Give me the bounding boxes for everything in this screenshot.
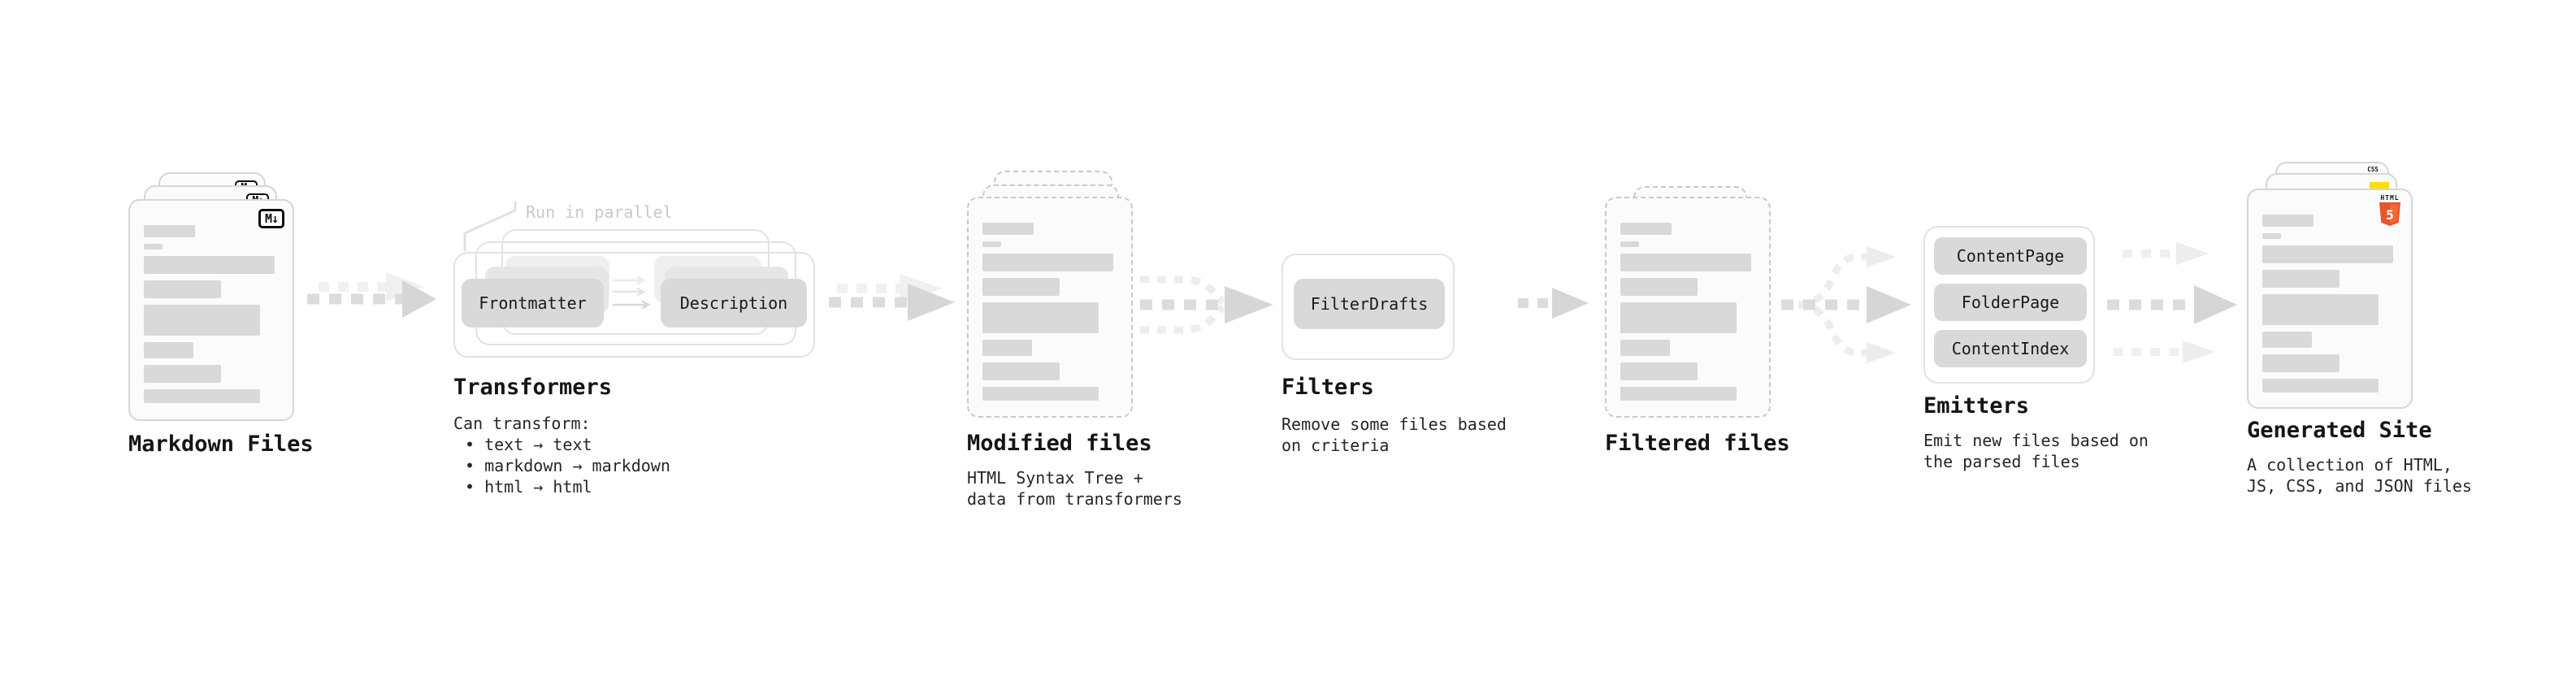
doc-text-bar bbox=[982, 302, 1099, 333]
doc-text-bar bbox=[144, 389, 261, 403]
emitter-pill-folderpage: FolderPage bbox=[1934, 284, 2087, 321]
doc-text-bar bbox=[1620, 302, 1737, 333]
run-in-parallel-note: Run in parallel bbox=[526, 202, 673, 222]
doc-text-bars bbox=[144, 225, 275, 403]
doc-text-bar bbox=[1620, 254, 1751, 271]
transformers-description: Can transform: • text → text • markdown … bbox=[453, 413, 670, 497]
html5-icon-label: HTML bbox=[2380, 194, 2400, 202]
document-card-front bbox=[967, 197, 1133, 418]
section-label-generated-site: Generated Site bbox=[2247, 418, 2432, 443]
desc-line: data from transformers bbox=[967, 489, 1182, 509]
doc-text-bar bbox=[982, 387, 1099, 401]
desc-line: JS, CSS, and JSON files bbox=[2247, 476, 2472, 496]
desc-line: on criteria bbox=[1281, 436, 1390, 455]
doc-text-bar bbox=[1620, 223, 1672, 235]
doc-text-bar bbox=[982, 278, 1060, 296]
transformers-desc-heading: Can transform: bbox=[453, 414, 591, 433]
doc-text-bar bbox=[144, 305, 261, 336]
flow-arrow-modified-to-filters bbox=[1140, 275, 1273, 334]
doc-text-bar bbox=[1620, 241, 1639, 247]
doc-text-bar bbox=[144, 256, 275, 274]
doc-text-bars bbox=[2262, 215, 2393, 393]
doc-text-bar bbox=[2262, 332, 2313, 348]
desc-line: A collection of HTML, bbox=[2247, 455, 2452, 475]
doc-text-bar bbox=[982, 241, 1001, 247]
section-label-modified-files: Modified files bbox=[967, 431, 1152, 456]
doc-text-bar bbox=[144, 225, 195, 237]
doc-text-bar bbox=[2262, 294, 2379, 325]
filters-description: Remove some files based on criteria bbox=[1281, 414, 1507, 456]
desc-line: Remove some files based bbox=[1281, 414, 1507, 434]
doc-text-bar bbox=[144, 244, 163, 249]
flow-arrow-markdown-to-transformers bbox=[307, 272, 436, 318]
section-title-emitters: Emitters bbox=[1923, 393, 2030, 419]
doc-text-bar bbox=[1620, 387, 1737, 401]
doc-text-bars bbox=[982, 223, 1113, 401]
desc-line: the parsed files bbox=[1923, 452, 2080, 471]
doc-text-bar bbox=[144, 342, 194, 358]
html5-shield: 5 bbox=[2379, 202, 2400, 227]
filters-box bbox=[1281, 254, 1455, 360]
doc-text-bar bbox=[982, 362, 1060, 380]
section-title-transformers: Transformers bbox=[453, 375, 613, 400]
modified-files-description: HTML Syntax Tree + data from transformer… bbox=[967, 467, 1182, 510]
transformers-bullet: • text → text bbox=[465, 435, 592, 454]
transformers-bullet: • markdown → markdown bbox=[465, 456, 670, 475]
flow-arrow-filtered-to-emitters bbox=[1781, 246, 1911, 363]
doc-text-bar bbox=[982, 340, 1033, 356]
document-card-front: M↓ bbox=[128, 199, 294, 421]
transformer-box-front bbox=[453, 252, 815, 358]
transformer-parallel-arrows bbox=[613, 275, 651, 310]
desc-line: Emit new files based on bbox=[1923, 431, 2149, 450]
emitter-pill-contentindex: ContentIndex bbox=[1934, 330, 2087, 367]
transformers-bullet: • html → html bbox=[465, 477, 592, 497]
doc-text-bar bbox=[2262, 379, 2379, 393]
doc-text-bar bbox=[2262, 215, 2314, 227]
generated-site-description: A collection of HTML, JS, CSS, and JSON … bbox=[2247, 454, 2472, 497]
doc-text-bar bbox=[144, 365, 221, 383]
markdown-icon: M↓ bbox=[258, 209, 284, 228]
emitters-description: Emit new files based on the parsed files bbox=[1923, 430, 2149, 472]
emitter-pill-contentpage: ContentPage bbox=[1934, 237, 2087, 275]
flow-arrow-transformers-to-modified bbox=[829, 274, 955, 321]
css-icon-label: CSS bbox=[2367, 166, 2379, 173]
desc-line: HTML Syntax Tree + bbox=[967, 468, 1143, 488]
html5-icon: HTML 5 bbox=[2379, 194, 2401, 229]
doc-text-bar bbox=[1620, 278, 1698, 296]
run-in-parallel-bracket bbox=[463, 201, 517, 252]
document-card-front bbox=[1605, 197, 1771, 418]
doc-text-bars bbox=[1620, 223, 1751, 401]
doc-text-bar bbox=[1620, 340, 1671, 356]
doc-text-bar bbox=[144, 280, 221, 298]
doc-text-bar bbox=[2262, 354, 2340, 372]
doc-text-bar bbox=[2262, 233, 2281, 239]
emitters-box bbox=[1923, 226, 2095, 384]
section-label-filtered-files: Filtered files bbox=[1605, 431, 1790, 456]
doc-text-bar bbox=[2262, 245, 2393, 263]
flow-arrow-emitters-to-site bbox=[2107, 242, 2237, 363]
doc-text-bar bbox=[982, 223, 1034, 235]
transformer-pill-description: Description bbox=[661, 279, 807, 327]
doc-text-bar bbox=[2262, 270, 2340, 288]
html5-shield-number: 5 bbox=[2386, 207, 2394, 223]
filter-pill-filterdrafts: FilterDrafts bbox=[1294, 279, 1445, 329]
doc-text-bar bbox=[982, 254, 1113, 271]
section-label-markdown-files: Markdown Files bbox=[128, 432, 314, 457]
section-title-filters: Filters bbox=[1281, 375, 1374, 400]
transformer-pill-frontmatter: Frontmatter bbox=[462, 279, 604, 327]
flow-arrow-filters-to-filtered bbox=[1518, 288, 1589, 319]
doc-text-bar bbox=[1620, 362, 1698, 380]
document-card-front: HTML 5 bbox=[2247, 189, 2413, 409]
